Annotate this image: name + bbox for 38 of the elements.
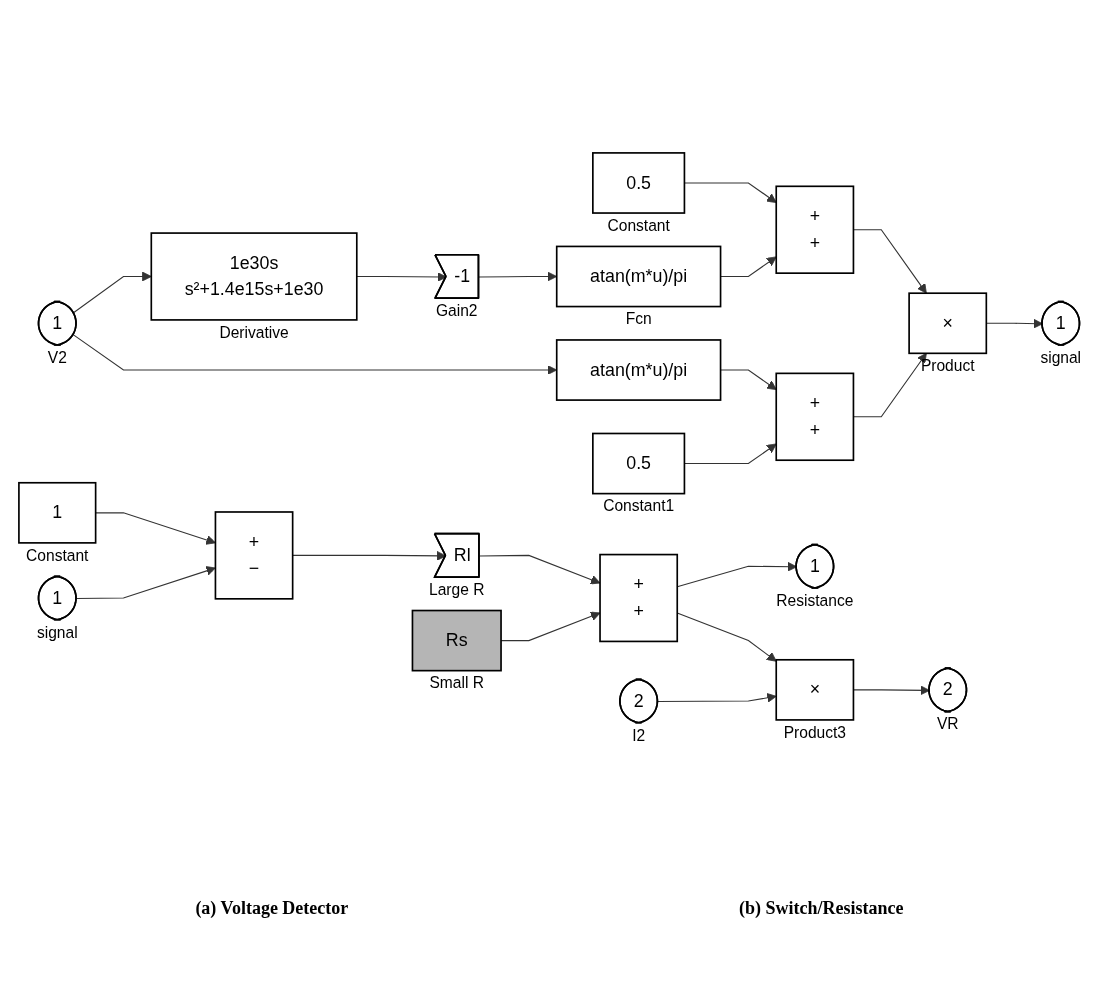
block-name: Constant bbox=[606, 216, 670, 234]
block-name: Constant1 bbox=[602, 497, 674, 515]
arrow bbox=[72, 334, 557, 375]
panel-caption: (b) Switch/Resistance bbox=[739, 898, 904, 919]
arrow bbox=[852, 352, 927, 418]
block-name: Product bbox=[920, 356, 975, 374]
block-name: V2 bbox=[47, 348, 67, 366]
block-name: signal bbox=[1039, 348, 1081, 366]
arrow bbox=[852, 228, 927, 294]
node-box: + + bbox=[774, 185, 854, 274]
block-name: Gain2 bbox=[435, 301, 478, 319]
node-box: + + bbox=[774, 372, 854, 461]
block-name: Small R bbox=[429, 674, 484, 692]
panel-caption: (a) Voltage Detector bbox=[195, 898, 349, 919]
node-box: atan(m*u)/pi bbox=[555, 245, 721, 308]
arrow bbox=[676, 612, 777, 662]
block-name: VR bbox=[936, 715, 959, 733]
arrow bbox=[500, 611, 600, 641]
block-name: Resistance bbox=[775, 591, 853, 609]
block-name: signal bbox=[36, 623, 78, 641]
node-box: 1e30s s²+1.4e15s+1e30 bbox=[149, 232, 358, 321]
arrow bbox=[478, 554, 600, 585]
node-box: + − bbox=[214, 510, 293, 600]
block-name: I2 bbox=[631, 726, 645, 744]
node-box: atan(m*u)/pi bbox=[555, 338, 721, 401]
block-name: Fcn bbox=[625, 310, 652, 328]
node-box: Rs bbox=[411, 609, 502, 672]
node-box: × bbox=[907, 292, 987, 354]
block-name: Derivative bbox=[218, 323, 289, 341]
block-name: Large R bbox=[428, 580, 484, 598]
node-box: × bbox=[774, 658, 854, 721]
block-name: Constant bbox=[25, 546, 88, 564]
node-box: 0.5 bbox=[591, 151, 685, 214]
node-box: + + bbox=[598, 553, 678, 643]
node-box: 0.5 bbox=[591, 432, 685, 495]
arrow bbox=[477, 271, 557, 282]
block-name: Product3 bbox=[783, 723, 846, 741]
node-box: 1 bbox=[17, 481, 96, 544]
